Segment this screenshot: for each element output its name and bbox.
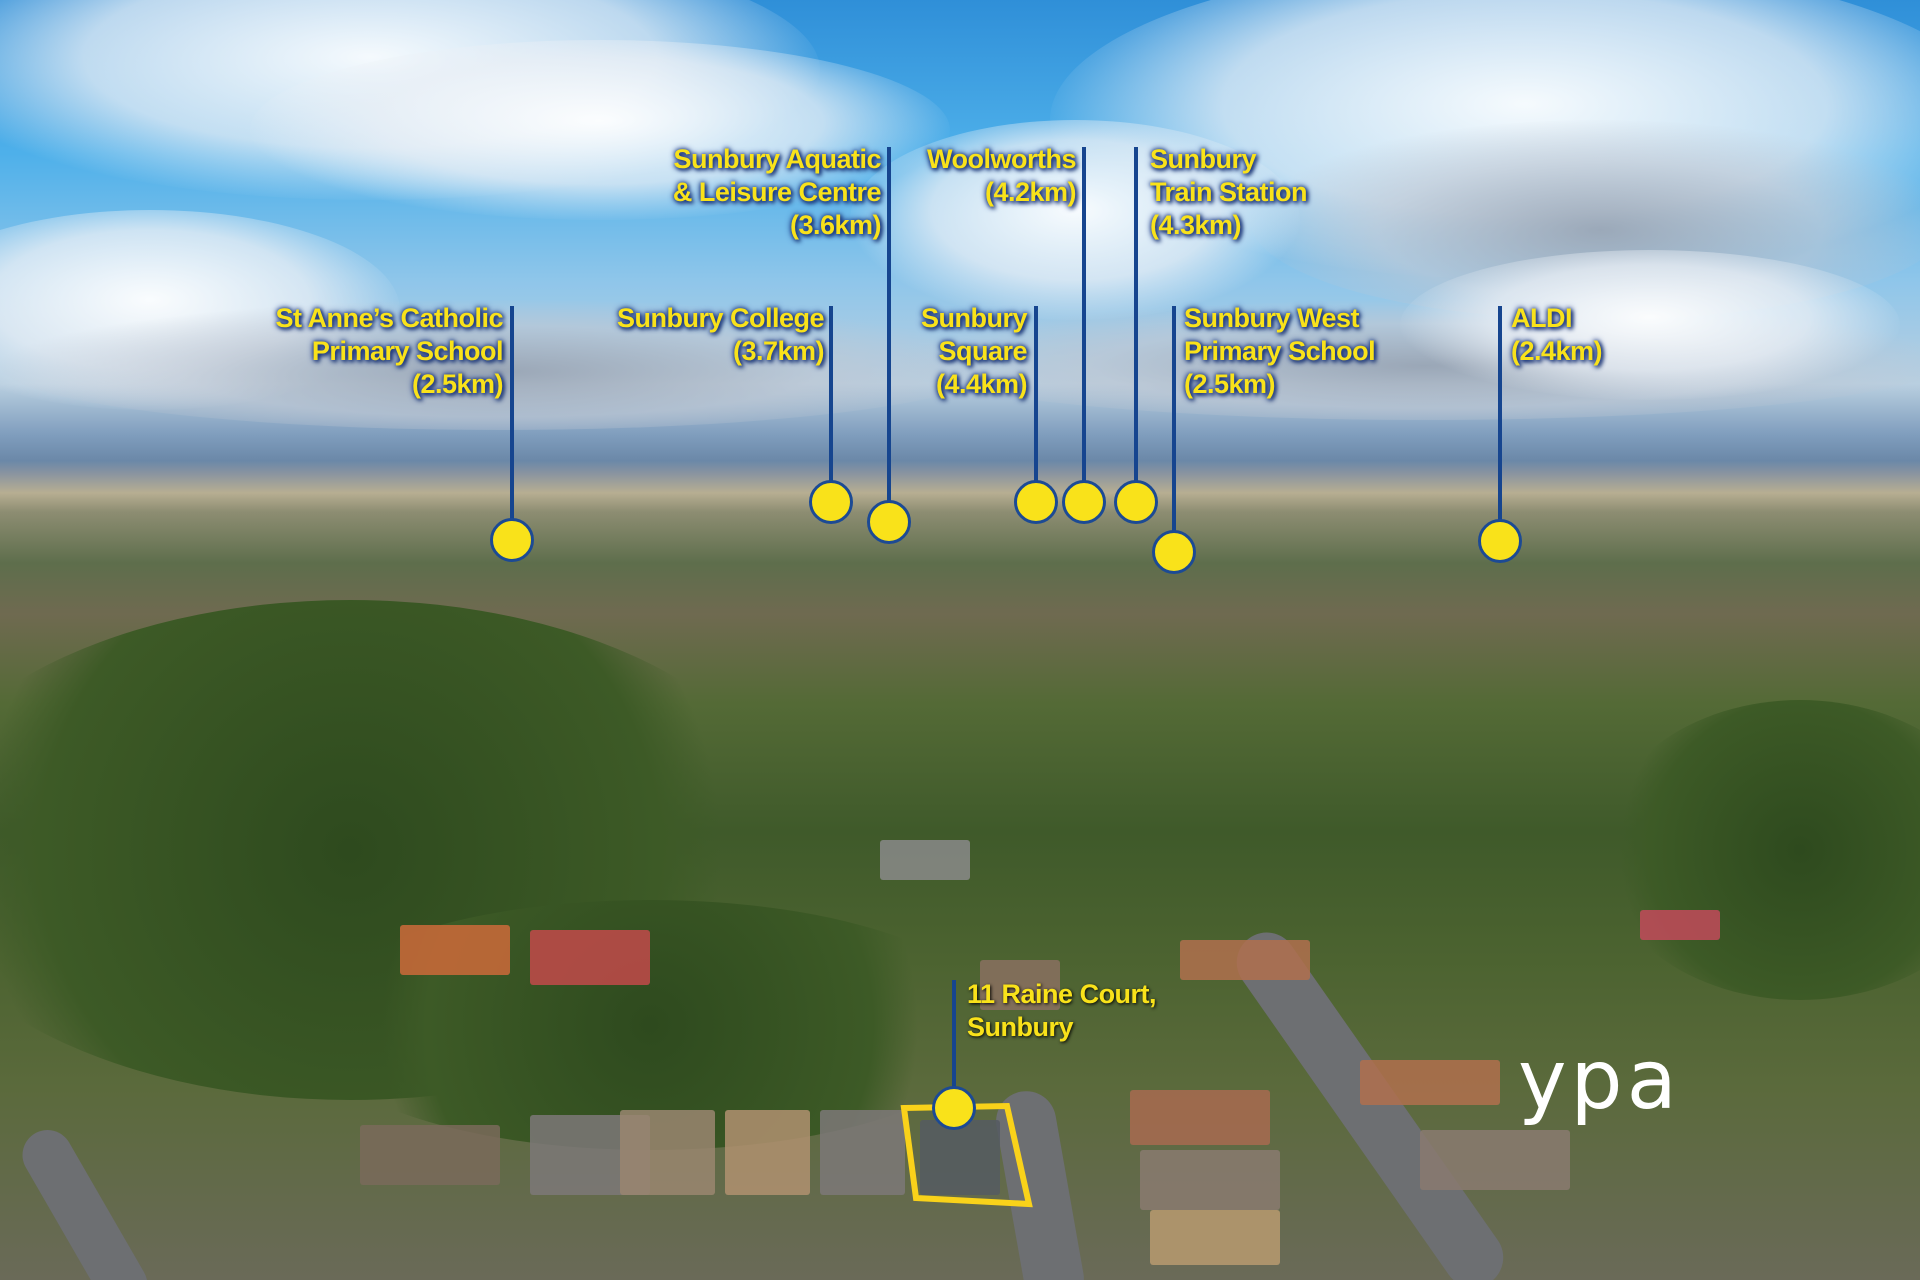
label-name: Primary School	[311, 336, 504, 366]
marker-line-woolworths	[1082, 147, 1086, 502]
marker-dot-aldi	[1478, 519, 1522, 563]
label-woolworths: Woolworths (4.2km)	[927, 143, 1076, 209]
marker-line-property	[952, 980, 956, 1108]
marker-line-sunbury-square	[1034, 306, 1038, 502]
label-distance: (4.2km)	[984, 177, 1077, 207]
address-line: 11 Raine Court,	[967, 979, 1157, 1009]
marker-dot-aquatic	[867, 500, 911, 544]
label-name: Square	[938, 336, 1027, 366]
marker-dot-st-annes	[490, 518, 534, 562]
label-name: Sunbury Aquatic	[673, 144, 881, 174]
label-sunbury-square: Sunbury Square (4.4km)	[920, 302, 1028, 401]
label-distance: (2.4km)	[1511, 336, 1603, 366]
marker-dot-west-primary	[1152, 530, 1196, 574]
label-distance: (3.7km)	[732, 336, 825, 366]
marker-line-sunbury-college	[829, 306, 833, 502]
label-distance: (4.3km)	[1150, 210, 1242, 240]
label-distance: (3.6km)	[789, 210, 882, 240]
label-name: St Anne’s Catholic	[275, 303, 503, 333]
label-name: Sunbury College	[616, 303, 825, 333]
label-name: Train Station	[1150, 177, 1308, 207]
label-train-station: Sunbury Train Station (4.3km)	[1150, 143, 1308, 242]
marker-line-aquatic	[887, 147, 891, 522]
marker-line-west-primary	[1172, 306, 1176, 552]
marker-dot-train-station	[1114, 480, 1158, 524]
label-property-address: 11 Raine Court, Sunbury	[967, 978, 1157, 1044]
label-name: Sunbury West	[1184, 303, 1360, 333]
label-name: ALDI	[1511, 303, 1573, 333]
label-distance: (2.5km)	[411, 369, 504, 399]
suburb-line: Sunbury	[967, 1012, 1074, 1042]
marker-dot-sunbury-college	[809, 480, 853, 524]
label-name: Sunbury	[1150, 144, 1257, 174]
label-name: Woolworths	[927, 144, 1076, 174]
label-name: Sunbury	[920, 303, 1028, 333]
label-st-annes: St Anne’s Catholic Primary School (2.5km…	[275, 302, 503, 401]
marker-line-aldi	[1498, 306, 1502, 541]
marker-dot-sunbury-square	[1014, 480, 1058, 524]
label-distance: (2.5km)	[1184, 369, 1276, 399]
ypa-logo: ypa	[1518, 1033, 1681, 1128]
label-distance: (4.4km)	[935, 369, 1028, 399]
marker-line-st-annes	[510, 306, 514, 540]
label-name: & Leisure Centre	[672, 177, 882, 207]
label-west-primary: Sunbury West Primary School (2.5km)	[1184, 302, 1376, 401]
label-aldi: ALDI (2.4km)	[1511, 302, 1603, 368]
marker-dot-property	[932, 1086, 976, 1130]
label-name: Primary School	[1184, 336, 1376, 366]
label-aquatic: Sunbury Aquatic & Leisure Centre (3.6km)	[672, 143, 882, 242]
marker-line-train-station	[1134, 147, 1138, 502]
label-sunbury-college: Sunbury College (3.7km)	[616, 302, 825, 368]
marker-dot-woolworths	[1062, 480, 1106, 524]
